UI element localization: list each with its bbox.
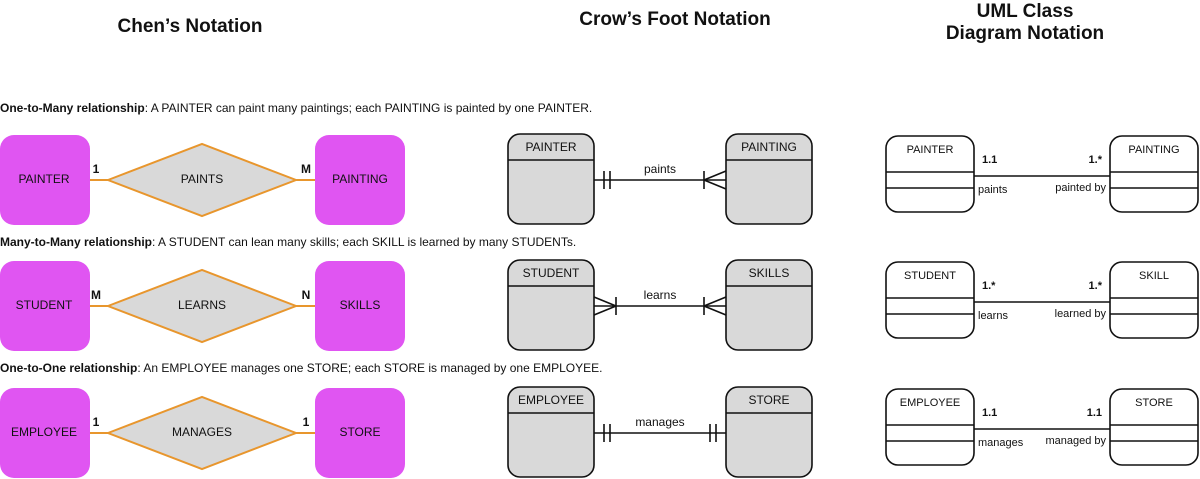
crow-table-left-label: PAINTER <box>525 140 576 154</box>
uml-class-right-label: STORE <box>1135 397 1173 409</box>
crow-table-right-label: STORE <box>748 393 789 407</box>
uml-class-left <box>885 135 975 213</box>
uml-class-left-label: STUDENT <box>904 270 956 282</box>
section-description: Many-to-Many relationship: A STUDENT can… <box>0 235 576 249</box>
chen-entity-right-label: STORE <box>339 425 380 439</box>
crow-end-left-toe-top <box>593 296 617 307</box>
crow-end-right-toe-top <box>703 296 727 307</box>
uml-role-left: manages <box>978 437 1024 449</box>
crow-diagram: STUDENT SKILLS learns <box>507 259 813 351</box>
chen-entity-left-label: PAINTER <box>18 172 69 186</box>
uml-multiplicity-left: 1.* <box>982 280 996 292</box>
chen-entity-left-label: STUDENT <box>16 298 73 312</box>
crow-table-left-label: STUDENT <box>523 266 580 280</box>
crow-end-right-toe-bottom <box>703 305 727 316</box>
crow-table-right-label: SKILLS <box>749 266 790 280</box>
uml-class-left <box>885 261 975 339</box>
chen-relationship-label: MANAGES <box>172 425 232 439</box>
chen-cardinality-right: N <box>302 288 311 302</box>
uml-class-left-label: PAINTER <box>907 144 954 156</box>
uml-class-right-label: SKILL <box>1139 270 1169 282</box>
chen-cardinality-left: 1 <box>93 162 100 176</box>
chen-entity-left <box>0 135 90 225</box>
uml-class-right <box>1109 261 1199 339</box>
uml-multiplicity-right: 1.1 <box>1087 407 1102 419</box>
chen-entity-right-label: PAINTING <box>332 172 388 186</box>
crow-heading: Crow’s Foot Notation <box>579 9 771 30</box>
chen-relationship-label: PAINTS <box>181 172 223 186</box>
section-title: Many-to-Many relationship <box>0 235 153 249</box>
crow-table-right <box>725 133 813 225</box>
crow-verb-label: manages <box>635 415 684 429</box>
chen-relationship-diamond <box>105 268 299 344</box>
crow-table-left <box>507 133 595 225</box>
chen-entity-right-label: SKILLS <box>340 298 381 312</box>
chen-entity-left <box>0 261 90 351</box>
crow-diagram: PAINTER PAINTING paints <box>507 133 813 225</box>
crow-diagram: EMPLOYEE STORE manages <box>507 386 813 478</box>
section-text: : A STUDENT can lean many skills; each S… <box>152 235 577 249</box>
chen-cardinality-right: 1 <box>303 415 310 429</box>
section-title: One-to-Many relationship <box>0 101 145 115</box>
crow-verb-label: learns <box>644 288 677 302</box>
crow-verb-label: paints <box>644 162 676 176</box>
section-title: One-to-One relationship <box>0 361 138 375</box>
chen-diagram: STUDENT SKILLS LEARNS M N <box>0 261 405 351</box>
uml-diagram: STUDENT SKILL 1.* 1.* learns learned by <box>885 261 1199 339</box>
uml-diagram: EMPLOYEE STORE 1.1 1.1 manages managed by <box>885 388 1199 466</box>
chen-relationship-diamond <box>105 142 299 218</box>
uml-multiplicity-right: 1.* <box>1089 154 1103 166</box>
chen-entity-right <box>315 261 405 351</box>
chen-cardinality-left: M <box>91 288 101 302</box>
uml-class-right-label: PAINTING <box>1128 144 1179 156</box>
uml-class-left <box>885 388 975 466</box>
section-text: : A PAINTER can paint many paintings; ea… <box>144 101 593 115</box>
chen-relationship-diamond <box>105 395 299 471</box>
uml-role-right: learned by <box>1055 308 1107 320</box>
uml-multiplicity-right: 1.* <box>1089 280 1103 292</box>
chen-entity-left-label: EMPLOYEE <box>11 425 77 439</box>
uml-role-left: paints <box>978 184 1008 196</box>
uml-multiplicity-left: 1.1 <box>982 154 997 166</box>
chen-diagram: PAINTER PAINTING PAINTS 1 M <box>0 135 405 225</box>
crow-end-right-toe-top <box>703 170 727 181</box>
crow-table-right-label: PAINTING <box>741 140 797 154</box>
uml-role-right: painted by <box>1055 182 1106 194</box>
chen-entity-right <box>315 135 405 225</box>
section-description: One-to-Many relationship: A PAINTER can … <box>0 101 592 115</box>
crow-table-right <box>725 259 813 351</box>
crow-table-left-label: EMPLOYEE <box>518 393 584 407</box>
uml-diagram: PAINTER PAINTING 1.1 1.* paints painted by <box>885 135 1199 213</box>
chen-heading: Chen’s Notation <box>117 16 263 37</box>
chen-cardinality-right: M <box>301 162 311 176</box>
crow-table-left <box>507 259 595 351</box>
chen-entity-left <box>0 388 90 478</box>
crow-end-right-toe-bottom <box>703 179 727 190</box>
chen-diagram: EMPLOYEE STORE MANAGES 1 1 <box>0 388 405 478</box>
crow-end-left-toe-bottom <box>593 305 617 316</box>
crow-table-right <box>725 386 813 478</box>
uml-heading-line2: Diagram Notation <box>945 23 1105 44</box>
uml-role-left: learns <box>978 310 1008 322</box>
uml-class-right <box>1109 135 1199 213</box>
crow-table-left <box>507 386 595 478</box>
section-description: One-to-One relationship: An EMPLOYEE man… <box>0 361 602 375</box>
uml-class-right <box>1109 388 1199 466</box>
uml-role-right: managed by <box>1045 435 1106 447</box>
chen-relationship-label: LEARNS <box>178 298 226 312</box>
chen-cardinality-left: 1 <box>93 415 100 429</box>
uml-multiplicity-left: 1.1 <box>982 407 997 419</box>
uml-class-left-label: EMPLOYEE <box>900 397 961 409</box>
uml-heading: UML Class Diagram Notation <box>905 1 1145 45</box>
chen-entity-right <box>315 388 405 478</box>
section-text: : An EMPLOYEE manages one STORE; each ST… <box>137 361 603 375</box>
uml-heading-line1: UML Class <box>976 1 1074 22</box>
